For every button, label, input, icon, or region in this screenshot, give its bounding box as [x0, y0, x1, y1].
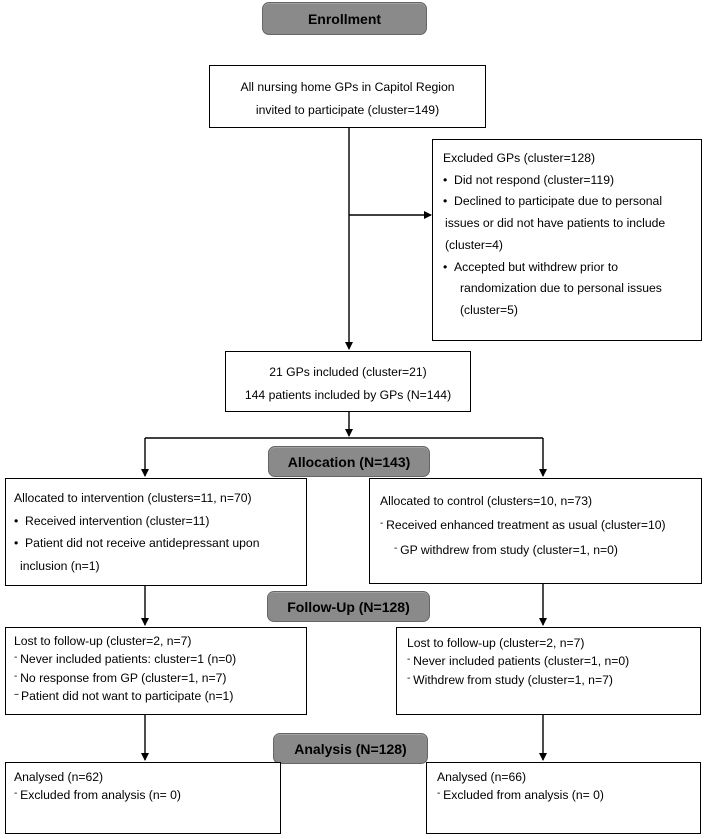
- followup-right-title: Lost to follow-up (cluster=2, n=7): [407, 636, 585, 650]
- control-title: Allocated to control (clusters=10, n=73): [380, 494, 593, 508]
- followup-right-withdrew: Withdrew from study (cluster=1, n=7): [407, 671, 696, 689]
- analysis-left-excluded: Excluded from analysis (n= 0): [14, 786, 276, 804]
- invitation-line-2: invited to participate (cluster=149): [255, 102, 440, 117]
- followup-left-title: Lost to follow-up (cluster=2, n=7): [14, 634, 192, 648]
- followup-left-no-response: No response from GP (cluster=1, n=7): [14, 669, 302, 687]
- excluded-box: Excluded GPs (cluster=128) Did not respo…: [432, 139, 702, 341]
- intervention-item-received: Received intervention (cluster=11): [14, 510, 300, 533]
- control-box: Allocated to control (clusters=10, n=73)…: [369, 478, 702, 584]
- excluded-item-declined-cont2: (cluster=4): [445, 237, 503, 252]
- excluded-item-no-response: Did not respond (cluster=119): [443, 170, 693, 192]
- stage-enrollment: Enrollment: [262, 2, 427, 35]
- invitation-line-1: All nursing home GPs in Capitol Region: [240, 80, 455, 94]
- followup-right-never-included: Never included patients (cluster=1, n=0): [407, 652, 696, 670]
- analysis-right-title: Analysed (n=66): [437, 770, 527, 784]
- analysis-right-excluded: Excluded from analysis (n= 0): [437, 786, 696, 804]
- included-gps: 21 GPs included (cluster=21): [269, 365, 427, 379]
- followup-left-never-included: Never included patients: cluster=1 (n=0): [14, 650, 302, 668]
- invitation-box: All nursing home GPs in Capitol Region i…: [209, 65, 486, 128]
- stage-allocation: Allocation (N=143): [268, 446, 430, 477]
- analysis-left-title: Analysed (n=62): [14, 770, 104, 784]
- stage-followup: Follow-Up (N=128): [267, 591, 430, 622]
- stage-analysis: Analysis (N=128): [273, 733, 428, 764]
- stage-analysis-label: Analysis (N=128): [294, 740, 407, 757]
- included-box: 21 GPs included (cluster=21) 144 patient…: [225, 351, 471, 412]
- followup-right-box: Lost to follow-up (cluster=2, n=7) Never…: [396, 627, 701, 715]
- control-item-gp-withdrew: GP withdrew from study (cluster=1, n=0): [380, 538, 695, 562]
- followup-left-patient-declined: Patient did not want to participate (n=1…: [14, 687, 302, 705]
- excluded-item-declined: Declined to participate due to personal: [443, 191, 693, 213]
- stage-enrollment-label: Enrollment: [307, 10, 382, 27]
- excluded-title: Excluded GPs (cluster=128): [443, 151, 596, 165]
- intervention-item-no-antidepressant: Patient did not receive antidepressant u…: [14, 532, 300, 555]
- intervention-item-no-antidepressant-cont: inclusion (n=1): [20, 558, 100, 573]
- analysis-left-box: Analysed (n=62) Excluded from analysis (…: [5, 762, 281, 834]
- followup-left-box: Lost to follow-up (cluster=2, n=7) Never…: [5, 627, 307, 715]
- intervention-title: Allocated to intervention (clusters=11, …: [14, 491, 252, 505]
- control-item-enhanced-tau: Received enhanced treatment as usual (cl…: [380, 513, 695, 537]
- excluded-item-withdrew-cont: randomization due to personal issues: [460, 281, 662, 296]
- stage-followup-label: Follow-Up (N=128): [287, 598, 410, 615]
- analysis-right-box: Analysed (n=66) Excluded from analysis (…: [426, 762, 701, 834]
- included-patients: 144 patients included by GPs (N=144): [244, 387, 452, 402]
- excluded-item-declined-cont: issues or did not have patients to inclu…: [445, 216, 666, 231]
- intervention-box: Allocated to intervention (clusters=11, …: [5, 478, 307, 586]
- excluded-item-withdrew: Accepted but withdrew prior to: [443, 257, 693, 279]
- stage-allocation-label: Allocation (N=143): [287, 453, 411, 470]
- excluded-item-withdrew-cont2: (cluster=5): [460, 303, 518, 318]
